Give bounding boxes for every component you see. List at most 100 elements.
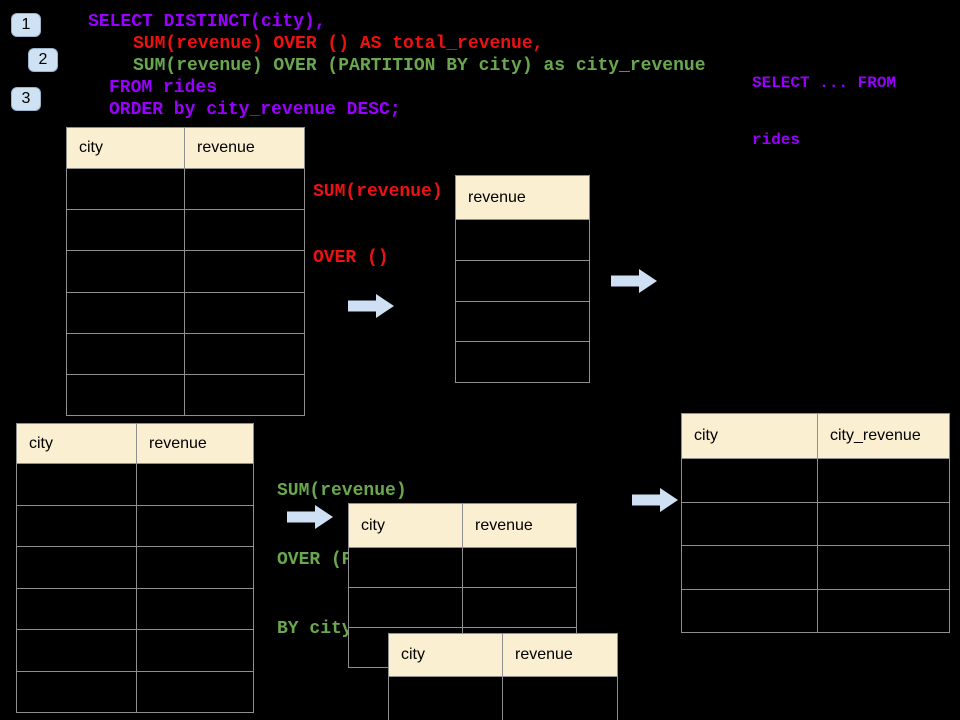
table-cell-empty [17, 630, 137, 671]
table-row [349, 587, 576, 627]
side-note-line-2: rides [752, 131, 801, 149]
table-cell-empty [17, 547, 137, 588]
table-source-bottom: city revenue [16, 423, 254, 713]
table-cell-empty [17, 588, 137, 629]
table-cell-empty [185, 334, 304, 374]
table-row [67, 373, 304, 416]
table-row [67, 168, 304, 210]
sql-line-total-revenue: SUM(revenue) OVER () AS total_revenue, [133, 34, 544, 54]
arrow-right-icon [287, 505, 333, 529]
table-cell-empty [67, 169, 185, 210]
table-cell-empty [456, 302, 589, 342]
table-cell-empty [463, 588, 576, 627]
arrow-right-icon [611, 269, 657, 293]
table-row [17, 670, 253, 713]
table-cell-empty [137, 589, 253, 630]
step-badge-1: 1 [11, 13, 41, 37]
table-cell-empty [137, 630, 253, 671]
table-source-top: city revenue [66, 127, 305, 416]
table-row [682, 458, 949, 502]
table-total-revenue-body [456, 219, 589, 382]
table-row [17, 629, 253, 671]
arrow-right-icon [632, 488, 678, 512]
table-city-revenue-result-body [682, 458, 949, 632]
table-row [349, 547, 576, 587]
annotation-total-line-1: SUM(revenue) [313, 182, 443, 202]
table-cell-empty [456, 220, 589, 260]
column-header-city-revenue: city_revenue [830, 427, 921, 444]
table-partition-intermediate-header: city revenue [349, 504, 576, 547]
step-badge-2: 2 [28, 48, 58, 72]
table-cell-empty [185, 210, 304, 250]
table-total-revenue-header: revenue [456, 176, 589, 219]
table-cell-empty [682, 546, 818, 589]
table-city-revenue-result-header: city city_revenue [682, 414, 949, 458]
step-badge-3-label: 3 [21, 90, 31, 107]
column-header-city: city [17, 424, 137, 463]
column-header-city: city [67, 128, 185, 168]
column-header-city: city [389, 634, 503, 676]
sql-line-city-revenue: SUM(revenue) OVER (PARTITION BY city) as… [133, 56, 706, 76]
annotation-total-line-2: OVER () [313, 248, 389, 268]
annotation-partition-line-1: SUM(revenue) [277, 481, 407, 501]
table-cell-empty [456, 342, 589, 382]
sql-line-select: SELECT DISTINCT(city), [88, 12, 326, 32]
table-row [456, 259, 589, 301]
table-row [682, 545, 949, 589]
table-cell-empty [503, 677, 617, 720]
annotation-sum-over-total: SUM(revenue) OVER () [313, 137, 443, 313]
table-cell-empty [349, 548, 463, 587]
column-header-city: city [682, 414, 818, 458]
table-row [67, 209, 304, 251]
table-source-bottom-body [17, 463, 253, 712]
arrow-right-icon [348, 294, 394, 318]
table-row [67, 291, 304, 333]
table-cell-empty [17, 671, 137, 712]
table-partition-overlap: city revenue [388, 633, 618, 720]
column-header-revenue: revenue [197, 139, 255, 156]
table-cell-empty [67, 374, 185, 416]
column-header-city: city [349, 504, 463, 547]
table-row [17, 546, 253, 588]
table-partition-overlap-body [389, 676, 617, 720]
table-cell-empty [137, 506, 253, 547]
table-cell-empty [137, 464, 253, 505]
table-row [17, 504, 253, 547]
table-row [17, 463, 253, 505]
step-badge-1-label: 1 [21, 16, 31, 33]
table-cell-empty [682, 589, 818, 632]
step-badge-2-label: 2 [38, 51, 48, 68]
table-source-top-body [67, 168, 304, 416]
table-cell-empty [818, 590, 949, 633]
side-note-select-from-rides: SELECT ... FROM rides [752, 36, 896, 188]
table-row [682, 588, 949, 633]
side-note-line-1: SELECT ... FROM [752, 74, 897, 92]
table-row [456, 300, 589, 342]
column-header-revenue: revenue [468, 188, 526, 206]
table-row [67, 250, 304, 292]
table-cell-empty [67, 251, 185, 292]
step-badge-3: 3 [11, 87, 41, 111]
table-source-bottom-header: city revenue [17, 424, 253, 463]
table-source-top-header: city revenue [67, 128, 304, 168]
column-header-revenue: revenue [515, 646, 573, 663]
table-cell-empty [185, 293, 304, 333]
column-header-revenue: revenue [475, 516, 533, 534]
table-cell-empty [818, 459, 949, 502]
table-cell-empty [17, 505, 137, 546]
table-partition-overlap-header: city revenue [389, 634, 617, 676]
table-row [682, 501, 949, 545]
table-cell-empty [185, 375, 304, 415]
table-total-revenue-result: revenue [455, 175, 590, 383]
table-row [456, 341, 589, 382]
table-cell-empty [456, 261, 589, 301]
table-cell-empty [818, 546, 949, 589]
table-cell-empty [67, 333, 185, 374]
table-city-revenue-result: city city_revenue [681, 413, 950, 633]
table-cell-empty [137, 672, 253, 713]
table-cell-empty [67, 292, 185, 333]
table-cell-empty [185, 251, 304, 291]
table-cell-empty [682, 502, 818, 545]
table-row [456, 219, 589, 260]
